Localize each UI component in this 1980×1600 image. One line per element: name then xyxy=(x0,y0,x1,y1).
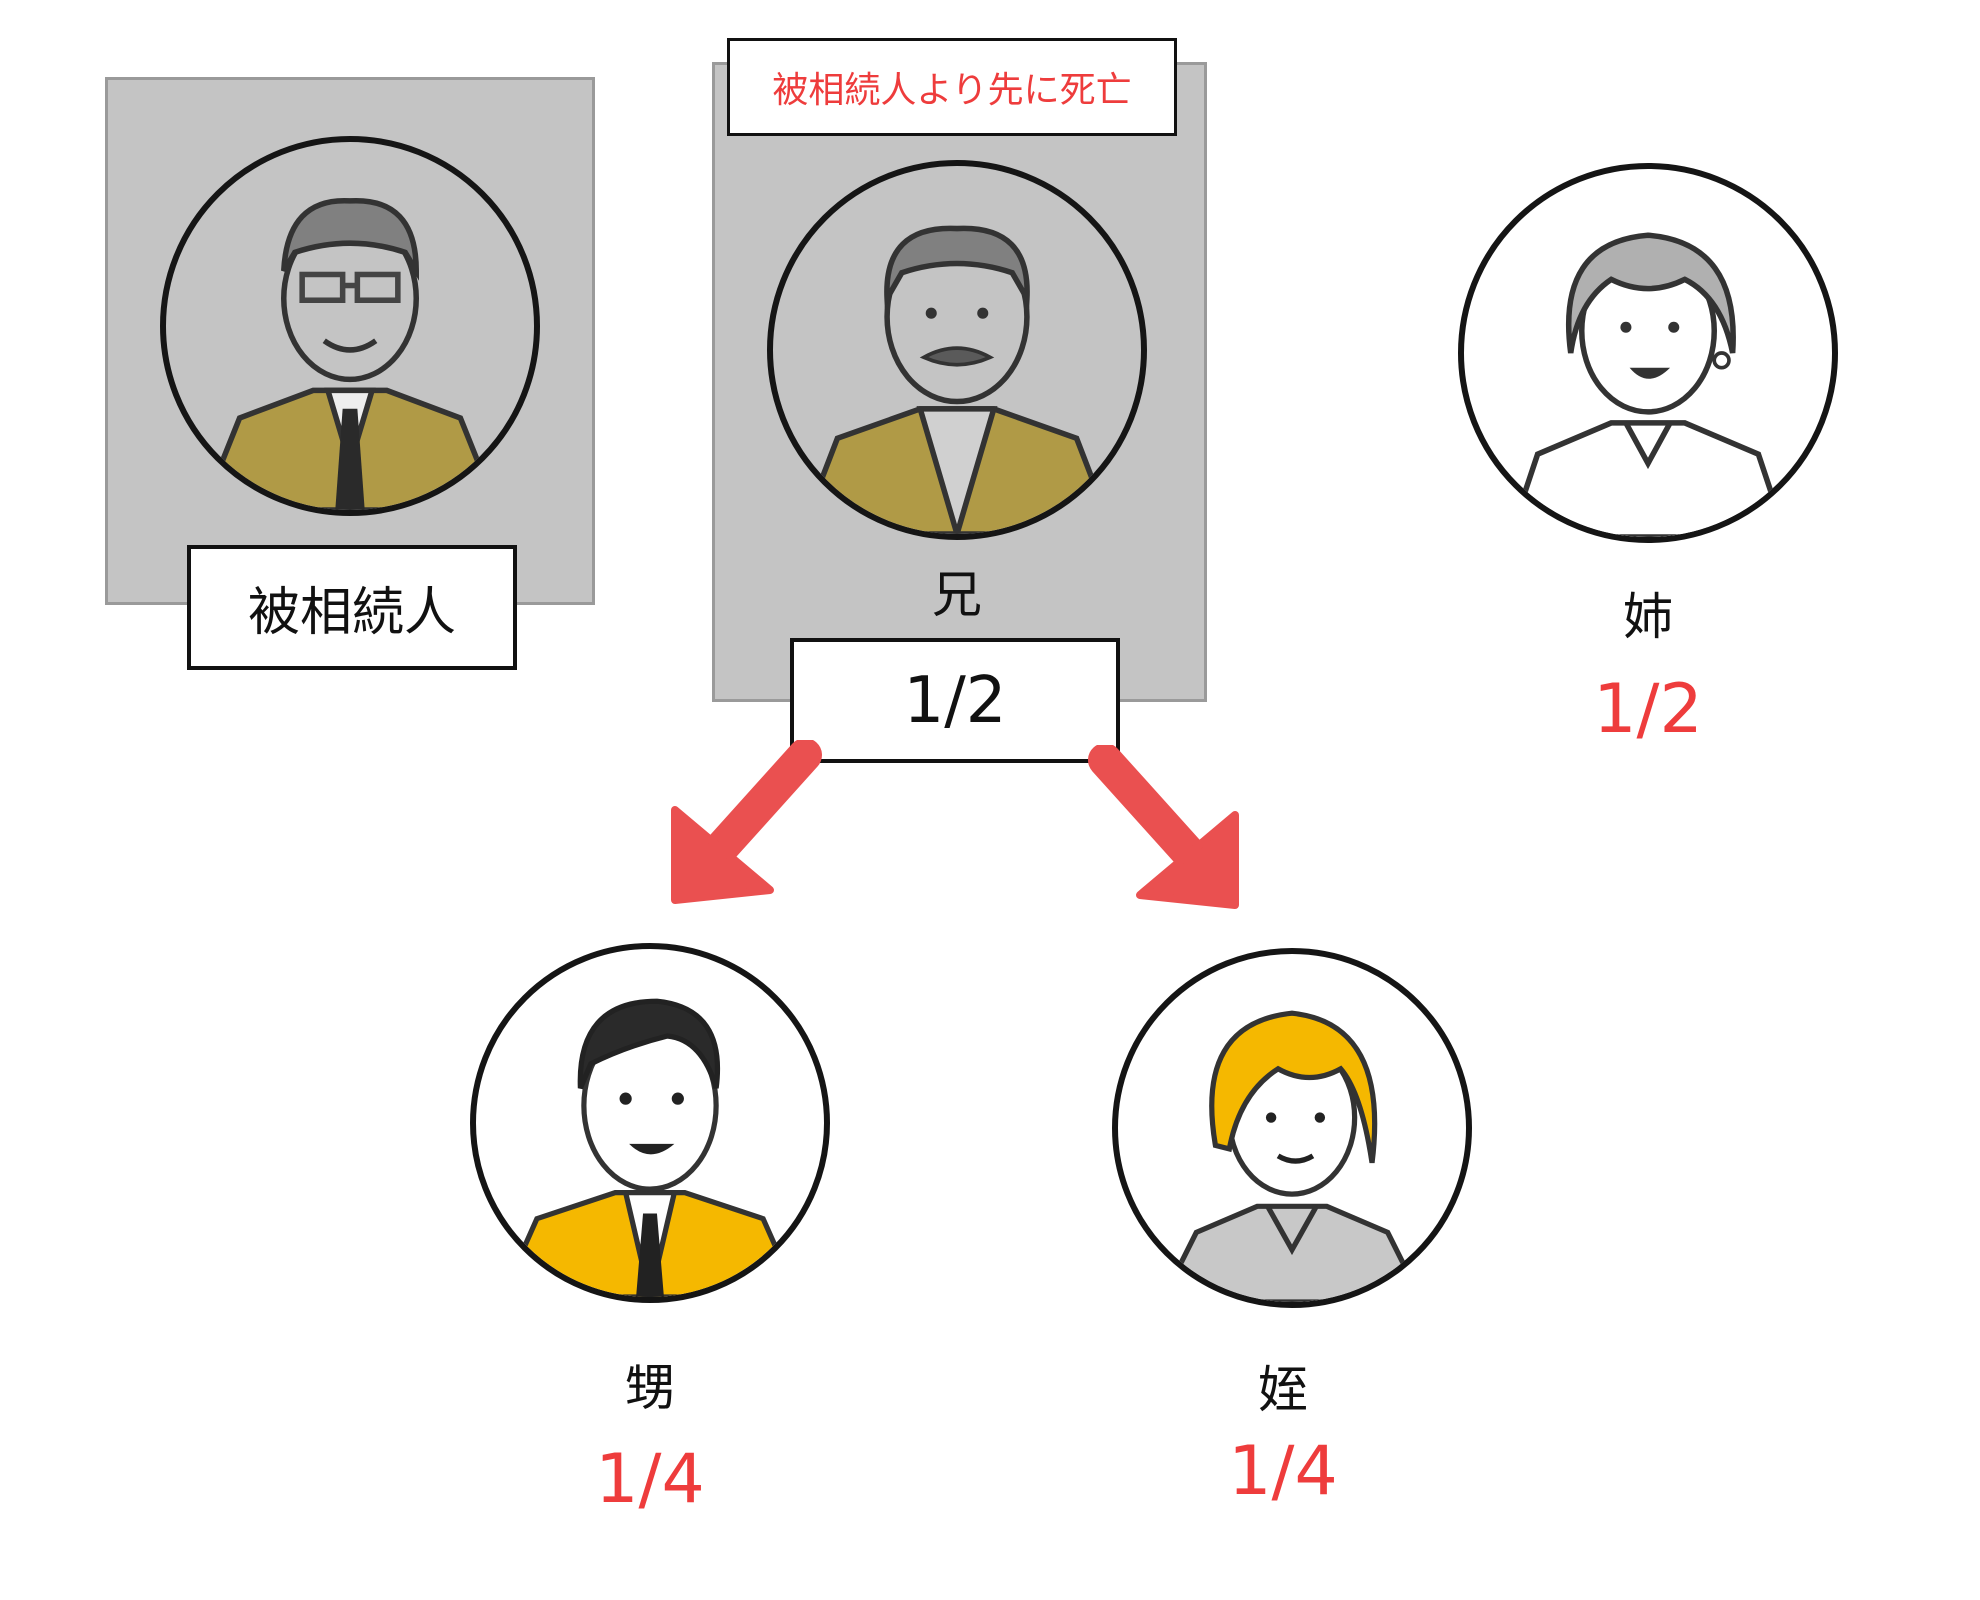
nephew-name: 甥 xyxy=(625,1359,675,1417)
brother-deceased-note-text: 被相続人より先に死亡 xyxy=(772,70,1132,111)
man-with-mustache-icon xyxy=(797,225,1117,534)
sister-avatar xyxy=(1458,163,1838,543)
niece-name: 姪 xyxy=(1258,1361,1308,1419)
niece-share: 1/4 xyxy=(1228,1432,1338,1511)
brother-deceased-note: 被相続人より先に死亡 xyxy=(727,38,1177,136)
decedent-avatar xyxy=(160,136,540,516)
sister-name: 姉 xyxy=(1623,588,1673,646)
elderly-woman-icon xyxy=(1507,232,1789,537)
nephew-share: 1/4 xyxy=(595,1440,705,1519)
arrow-to-niece xyxy=(1088,745,1239,909)
young-woman-icon xyxy=(1158,1010,1426,1302)
brother-share: 1/2 xyxy=(903,663,1007,738)
arrow-to-nephew xyxy=(671,740,822,904)
decedent-label: 被相続人 xyxy=(187,545,517,670)
sister-share: 1/2 xyxy=(1593,670,1703,749)
decedent-label-text: 被相続人 xyxy=(247,583,456,643)
young-man-icon xyxy=(499,998,801,1297)
brother-share-box: 1/2 xyxy=(790,638,1120,763)
brother-avatar xyxy=(767,160,1147,540)
brother-name: 兄 xyxy=(932,566,982,624)
niece-avatar xyxy=(1112,948,1472,1308)
nephew-avatar xyxy=(470,943,830,1303)
man-with-glasses-icon xyxy=(199,198,501,510)
